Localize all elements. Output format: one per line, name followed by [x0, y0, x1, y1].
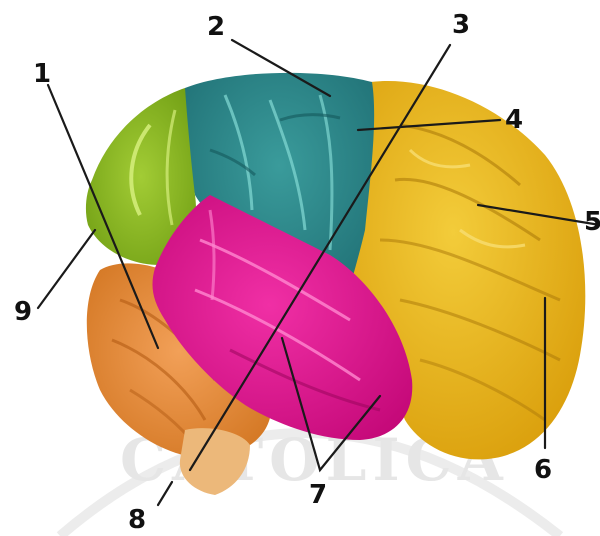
leader-line-9	[38, 230, 95, 308]
label-3: 3	[452, 10, 470, 40]
label-8: 8	[128, 505, 146, 535]
label-7: 7	[309, 480, 327, 510]
label-9: 9	[14, 297, 32, 327]
label-4: 4	[505, 105, 523, 135]
label-5: 5	[584, 207, 600, 237]
label-2: 2	[207, 12, 225, 42]
label-6: 6	[534, 455, 552, 485]
label-1: 1	[33, 59, 51, 89]
